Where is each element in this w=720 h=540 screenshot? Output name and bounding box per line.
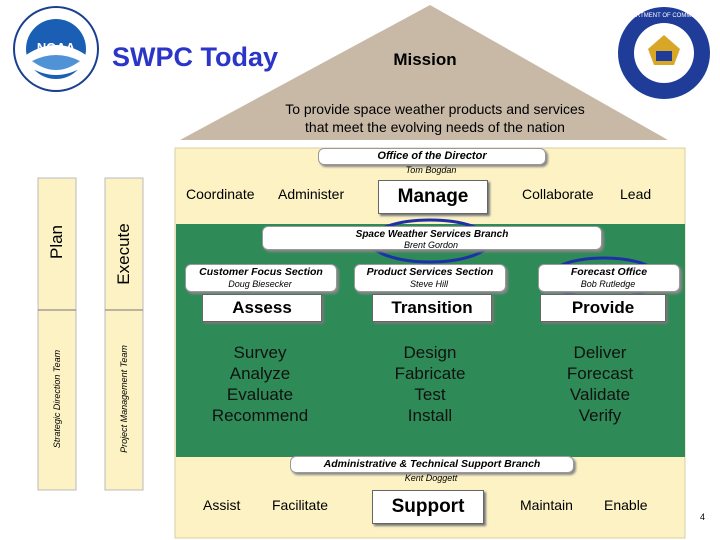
- manage-box: Manage: [378, 180, 488, 214]
- section-customer-focus: Customer Focus Section: [185, 264, 337, 292]
- plan-label: Plan: [47, 224, 66, 260]
- activity-validate: Validate: [569, 385, 631, 404]
- verb-collaborate: Collaborate: [522, 186, 594, 202]
- transition-activities: Design Fabricate Test Install: [360, 342, 500, 426]
- verb-administer: Administer: [278, 186, 345, 202]
- page-title: SWPC Today: [112, 42, 279, 72]
- support-box: Support: [372, 490, 484, 524]
- director-name: Tom Bogdan: [405, 165, 457, 175]
- branch-label: Space Weather Services Branch: [355, 229, 509, 240]
- execute-label: Execute: [114, 223, 133, 285]
- branch-box: Space Weather Services Branch: [262, 226, 602, 250]
- plan-column: [37, 177, 77, 491]
- page-number: 4: [700, 512, 706, 522]
- strategic-direction-label: Strategic Direction Team: [52, 349, 62, 449]
- mission-line-2: that meet the evolving needs of the nati…: [305, 119, 565, 135]
- admin-branch-box: Administrative & Technical Support Branc…: [290, 456, 574, 473]
- activity-recommend: Recommend: [211, 406, 309, 425]
- mission-label: Mission: [393, 50, 457, 69]
- director-box: Office of the Director: [318, 148, 546, 165]
- activity-forecast: Forecast: [566, 364, 634, 383]
- execute-column: [104, 177, 144, 491]
- roof-shape: [180, 5, 668, 140]
- branch-name: Brent Gordon: [403, 240, 459, 250]
- activity-design: Design: [403, 343, 457, 362]
- activity-install: Install: [407, 406, 453, 425]
- activity-fabricate: Fabricate: [394, 364, 466, 383]
- section-forecast-office-name: Bob Rutledge: [580, 279, 636, 289]
- activity-evaluate: Evaluate: [226, 385, 294, 404]
- activity-survey: Survey: [233, 343, 287, 362]
- mission-line-1: To provide space weather products and se…: [285, 101, 585, 117]
- commerce-seal: DEPARTMENT OF COMMERCE: [618, 7, 710, 99]
- assess-box: Assess: [202, 294, 322, 322]
- section-product-services: Product Services Section: [354, 264, 506, 292]
- mission-statement: To provide space weather products and se…: [220, 100, 650, 136]
- verb-lead: Lead: [620, 186, 652, 202]
- section-product-services-name: Steve Hill: [409, 279, 448, 289]
- activity-test: Test: [414, 385, 446, 404]
- project-management-label: Project Management Team: [119, 345, 129, 453]
- activity-deliver: Deliver: [573, 343, 627, 362]
- assess-activities: Survey Analyze Evaluate Recommend: [190, 342, 330, 426]
- verb-facilitate: Facilitate: [272, 497, 329, 513]
- section-forecast-office: Forecast Office: [538, 264, 680, 292]
- noaa-logo-text: NOAA: [37, 40, 76, 55]
- section-customer-focus-name: Doug Biesecker: [228, 279, 292, 289]
- verb-coordinate: Coordinate: [186, 186, 255, 202]
- activity-analyze: Analyze: [229, 364, 291, 383]
- admin-branch-name: Kent Doggett: [404, 473, 458, 483]
- noaa-logo: NOAA: [13, 6, 99, 92]
- verb-assist: Assist: [203, 497, 241, 513]
- commerce-seal-text: DEPARTMENT OF COMMERCE: [620, 13, 708, 19]
- transition-box: Transition: [372, 294, 492, 322]
- activity-verify: Verify: [578, 406, 622, 425]
- verb-maintain: Maintain: [520, 497, 573, 513]
- provide-box: Provide: [540, 294, 666, 322]
- verb-enable: Enable: [604, 497, 648, 513]
- provide-activities: Deliver Forecast Validate Verify: [530, 342, 670, 426]
